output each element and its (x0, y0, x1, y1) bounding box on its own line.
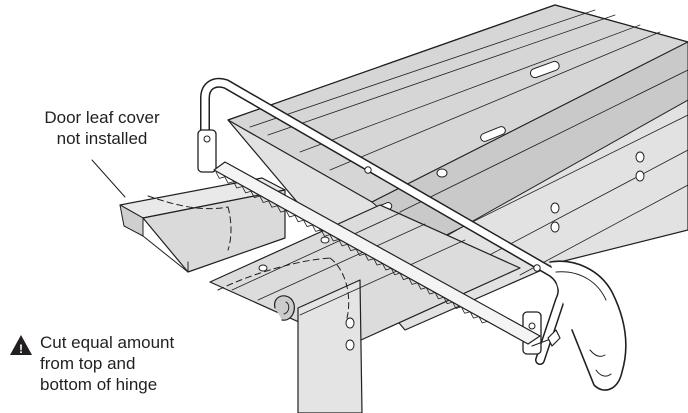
door-leaf-cover-label: Door leaf cover not installed (12, 107, 192, 149)
hacksaw (197, 77, 627, 391)
cover-leader-line (91, 159, 126, 198)
door-leaf-cover-label-line-1: Door leaf cover (44, 108, 160, 127)
hinge-section (209, 204, 521, 413)
cut-warning-line-2: from top and (40, 354, 136, 373)
warning-triangle-icon: ! (10, 335, 32, 356)
warning-symbol: ! (19, 342, 23, 356)
door-leaf-cover-label-line-2: not installed (56, 129, 148, 148)
cut-warning-line-1: Cut equal amount (40, 333, 175, 352)
cut-warning-label: Cut equal amount from top and bottom of … (40, 332, 270, 395)
door-leaf-cover (119, 177, 286, 273)
cut-warning-line-3: bottom of hinge (40, 375, 158, 394)
